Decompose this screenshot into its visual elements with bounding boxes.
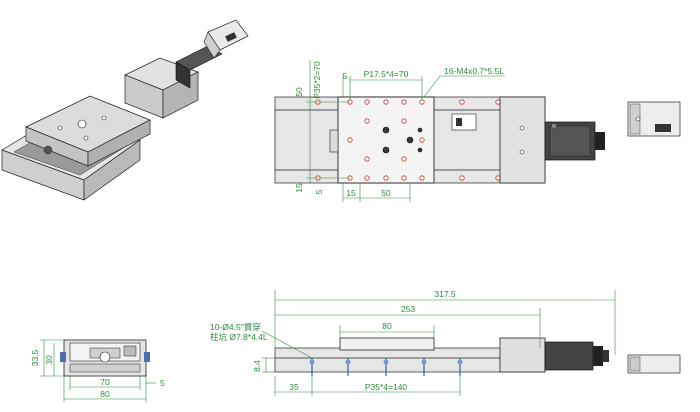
dim-15-bottom: 15 [346, 188, 356, 198]
center-hole [382, 126, 390, 134]
dim-35: 35 [289, 382, 299, 392]
center-hole [382, 146, 390, 154]
m4-hole [401, 175, 407, 181]
m4-hole [347, 137, 353, 143]
iso-side-knob [43, 145, 53, 155]
m4-hole [383, 175, 389, 181]
top-view: 5 P17.5*4=70 16-M4x0.7*5.5L P35*2=70 50 … [274, 60, 681, 202]
rail-hole [459, 99, 465, 105]
note-leader [261, 330, 313, 359]
center-hole [417, 147, 423, 153]
top-sensor-window [456, 118, 462, 126]
dim-5-left: 5 [314, 189, 324, 194]
end-right-marker [144, 352, 150, 362]
m4-hole [419, 175, 425, 181]
dim-pitch-x: P17.5*4=70 [364, 69, 409, 79]
screw-head [421, 359, 427, 365]
dim-5-end: 5 [160, 378, 165, 388]
m4-hole [364, 118, 370, 124]
end-bracket [123, 345, 137, 357]
top-sensor [451, 113, 477, 131]
isometric-view [1, 19, 249, 201]
screw-head [309, 359, 315, 365]
m4-hole [419, 137, 425, 143]
hole-note-line2: 柱坑 Ø7.8*4.4L [210, 332, 268, 342]
dim-leader [423, 75, 441, 98]
side-connector [627, 354, 681, 374]
screw-head [383, 359, 389, 365]
end-block-hole [519, 125, 525, 131]
iso-center-hole [77, 119, 87, 129]
end-view: 33.5 30 70 80 5 [30, 339, 165, 402]
top-connector-port [655, 124, 671, 132]
dim-pitch-side: P35*4=140 [365, 382, 408, 392]
dim-50-left: 50 [294, 87, 304, 97]
m4-hole [401, 118, 407, 124]
iso-carriage-side [87, 119, 151, 167]
rail-hole [495, 175, 501, 181]
side-end-block [499, 337, 546, 373]
m4-hole [401, 99, 407, 105]
end-block-hole [519, 149, 525, 155]
m4-hole [364, 156, 370, 162]
m4-hole [383, 99, 389, 105]
iso-hole [101, 115, 107, 121]
iso-motor-front [175, 61, 191, 89]
side-screws [309, 358, 463, 376]
side-motor [544, 341, 594, 371]
rail-hole [495, 99, 501, 105]
dim-pitch-y: P35*2=70 [312, 61, 322, 99]
dim-8-4: 8.4 [252, 360, 262, 372]
end-base [69, 363, 141, 373]
center-hole [406, 136, 414, 144]
top-connector-hole [635, 116, 641, 122]
dim-thread: 16-M4x0.7*5.5L [444, 66, 504, 76]
dim-50-bottom: 50 [381, 188, 391, 198]
dim-5-top: 5 [343, 71, 348, 81]
iso-connector-side [203, 31, 221, 59]
dim-70: 70 [100, 377, 110, 387]
screw-head [457, 359, 463, 365]
m4-hole [364, 99, 370, 105]
dim-317-5: 317.5 [434, 289, 456, 299]
end-center-hole [99, 351, 111, 363]
dim-80-side: 80 [382, 321, 392, 331]
dim-253: 253 [401, 304, 415, 314]
m4-hole [419, 99, 425, 105]
dim-33-5: 33.5 [30, 349, 40, 366]
side-motor-shaft [603, 350, 609, 362]
top-side-bracket [329, 129, 339, 153]
iso-connector-port [225, 32, 237, 42]
side-view: 317.5 253 80 8.4 35 P35*4=140 10-Ø4.5"貫穿… [210, 289, 681, 396]
dim-15-left: 15 [294, 183, 304, 193]
screw-head [345, 359, 351, 365]
iso-hole [57, 125, 63, 131]
iso-hole [83, 135, 89, 141]
rail-hole [459, 175, 465, 181]
dim-30: 30 [44, 355, 54, 365]
m4-hole [364, 175, 370, 181]
iso-rail-side [83, 139, 141, 201]
top-motor-cap [595, 132, 605, 150]
top-end-block [499, 96, 546, 184]
side-connector-lip [629, 356, 641, 372]
top-motor-screw [551, 123, 557, 129]
m4-hole [401, 156, 407, 162]
end-left-marker [60, 352, 66, 362]
dim-80: 80 [100, 389, 110, 399]
center-hole [417, 127, 423, 133]
hole-note-line1: 10-Ø4.5"貫穿 [210, 322, 261, 332]
top-carriage [337, 96, 435, 184]
top-carriage-hole-grid [347, 99, 425, 181]
side-motor-cap [593, 346, 603, 366]
top-motor-face [549, 125, 591, 157]
side-carriage [339, 337, 435, 351]
